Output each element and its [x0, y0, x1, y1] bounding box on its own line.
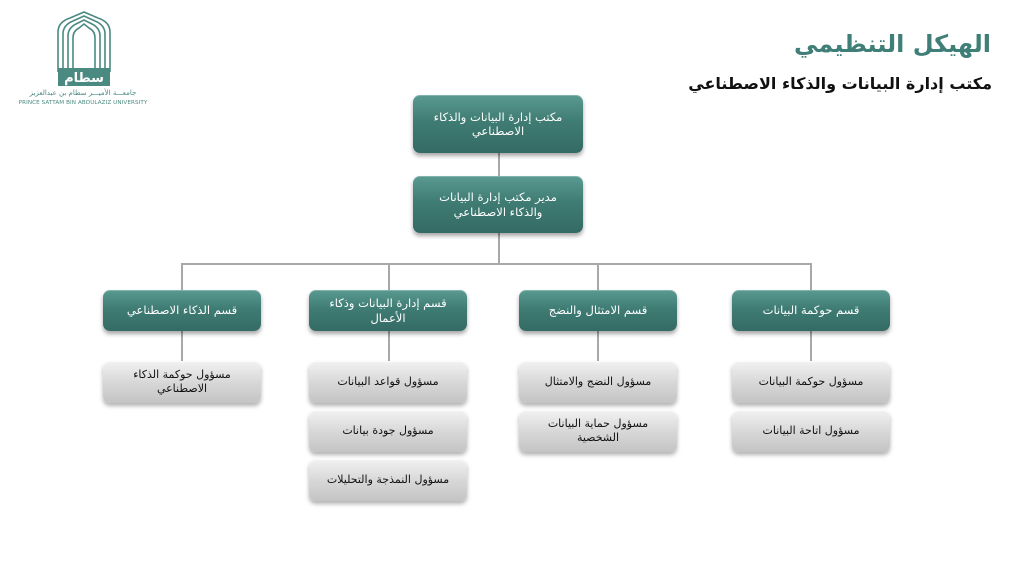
- org-node-dept-ai: قسم الذكاء الاصطناعي: [103, 290, 261, 331]
- org-node-label: مكتب إدارة البيانات والذكاء الاصطناعي: [433, 109, 563, 138]
- connector-dept-4: [181, 263, 183, 291]
- org-node-role: مسؤول النضج والامتثال: [519, 361, 677, 403]
- connector-dept-2: [597, 263, 599, 291]
- org-node-label: قسم حوكمة البيانات: [762, 303, 860, 318]
- org-node-role: مسؤول اتاحة البيانات: [732, 410, 890, 452]
- page-subtitle: مكتب إدارة البيانات والذكاء الاصطناعي: [688, 74, 992, 93]
- svg-text:سطام: سطام: [64, 71, 104, 86]
- arch-logo-icon: سطام: [57, 11, 111, 86]
- org-node-root: مكتب إدارة البيانات والذكاء الاصطناعي: [413, 95, 583, 153]
- org-node-dept-compliance: قسم الامتثال والنضج: [519, 290, 677, 331]
- connector-dept-1: [810, 263, 812, 291]
- logo-english-name: PRINCE SATTAM BIN ABDULAZIZ UNIVERSITY: [18, 100, 148, 106]
- org-node-label: مسؤول النضج والامتثال: [544, 375, 652, 389]
- org-node-label: مسؤول جودة بيانات: [342, 424, 434, 438]
- connector-roles-1: [810, 331, 812, 362]
- connector-dept-3: [388, 263, 390, 291]
- connector-roles-2: [597, 331, 599, 362]
- org-node-director: مدير مكتب إدارة البيانات والذكاء الاصطنا…: [413, 176, 583, 233]
- org-node-label: قسم الامتثال والنضج: [548, 303, 648, 318]
- page-title: الهيكل التنظيمي: [794, 30, 991, 58]
- org-node-role: مسؤول قواعد البيانات: [309, 361, 467, 403]
- org-node-label: مسؤول قواعد البيانات: [337, 375, 439, 389]
- org-node-label: قسم إدارة البيانات وذكاء الأعمال: [329, 296, 447, 325]
- university-logo: سطام: [18, 10, 150, 110]
- connector-director-bus: [498, 232, 500, 264]
- org-node-role: مسؤول النمذجة والتحليلات: [309, 459, 467, 501]
- org-node-role: مسؤول حوكمة البيانات: [732, 361, 890, 403]
- org-node-label: مسؤول حماية البيانات الشخصية: [547, 417, 649, 444]
- org-node-label: مسؤول حوكمة البيانات: [758, 375, 864, 389]
- connector-roles-3: [388, 331, 390, 362]
- connector-root-director: [498, 152, 500, 176]
- org-node-role: مسؤول جودة بيانات: [309, 410, 467, 452]
- org-node-dept-data-bi: قسم إدارة البيانات وذكاء الأعمال: [309, 290, 467, 331]
- connector-horizontal-bus: [181, 263, 812, 265]
- org-node-label: قسم الذكاء الاصطناعي: [126, 303, 238, 318]
- org-node-label: مسؤول اتاحة البيانات: [762, 424, 860, 438]
- org-node-role: مسؤول حماية البيانات الشخصية: [519, 410, 677, 452]
- logo-arabic-name: جامعـــة الأميـــر سطام بن عبدالعزيز: [29, 89, 137, 97]
- org-node-label: مدير مكتب إدارة البيانات والذكاء الاصطنا…: [439, 190, 557, 219]
- org-node-dept-data-governance: قسم حوكمة البيانات: [732, 290, 890, 331]
- connector-roles-4: [181, 331, 183, 362]
- org-node-label: مسؤول حوكمة الذكاء الاصطناعي: [133, 368, 231, 395]
- org-node-role: مسؤول حوكمة الذكاء الاصطناعي: [103, 361, 261, 403]
- org-node-label: مسؤول النمذجة والتحليلات: [326, 473, 450, 487]
